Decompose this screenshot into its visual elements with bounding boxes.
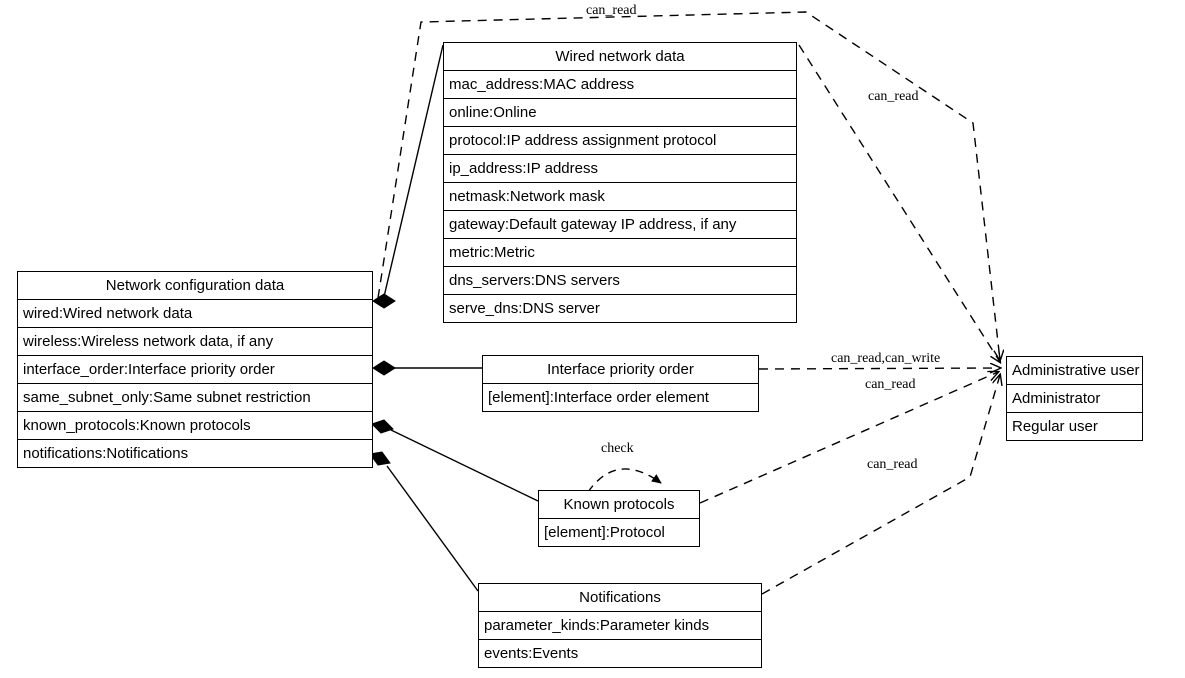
edge-composition-wired: [372, 44, 444, 309]
class-wired-network-data[interactable]: Wired network data mac_address:MAC addre…: [443, 42, 797, 323]
edge-label-known-protocols-check: check: [601, 441, 634, 456]
class-attribute-regular-user: Regular user: [1012, 418, 1098, 435]
class-administrative-user[interactable]: Administrative user Administrator Regula…: [1006, 356, 1143, 441]
class-known-protocols[interactable]: Known protocols [element]:Protocol: [538, 490, 700, 547]
edge-label-interface-order-can-read: can_read: [865, 377, 916, 392]
edge-composition-interface-order: [372, 360, 482, 376]
class-attribute-same-subnet-only: same_subnet_only:Same subnet restriction: [18, 384, 372, 412]
class-attribute-mac-address: mac_address:MAC address: [444, 71, 796, 99]
edge-self-loop-check: [587, 468, 662, 493]
class-network-configuration-data[interactable]: Network configuration data wired:Wired n…: [17, 271, 373, 468]
class-attribute-wireless: wireless:Wireless network data, if any: [18, 328, 372, 356]
class-attribute-serve-dns: serve_dns:DNS server: [449, 300, 600, 317]
class-attribute-gateway: gateway:Default gateway IP address, if a…: [444, 211, 796, 239]
class-attribute-element: [element]:Protocol: [544, 524, 665, 541]
class-title: Notifications: [479, 584, 761, 612]
edge-label-notifications-can-read: can_read: [867, 457, 918, 472]
class-attribute-netmask: netmask:Network mask: [444, 183, 796, 211]
edge-label-interface-order-perms: can_read,can_write: [831, 351, 941, 366]
class-attribute-notifications: notifications:Notifications: [23, 445, 189, 462]
edge-dep-notifications: [761, 375, 1000, 595]
edge-composition-notifications: [369, 451, 479, 592]
class-attribute-administrator: Administrator: [1007, 385, 1142, 413]
class-attribute-known-protocols: known_protocols:Known protocols: [18, 412, 372, 440]
class-attribute-ip-address: ip_address:IP address: [444, 155, 796, 183]
class-attribute-protocol: protocol:IP address assignment protocol: [444, 127, 796, 155]
class-attribute-dns-servers: dns_servers:DNS servers: [444, 267, 796, 295]
class-attribute-events: events:Events: [484, 645, 579, 662]
class-attribute-wired: wired:Wired network data: [18, 300, 372, 328]
class-attribute-metric: metric:Metric: [444, 239, 796, 267]
class-title: Known protocols: [539, 491, 699, 519]
class-attribute-online: online:Online: [444, 99, 796, 127]
edge-composition-known-protocols: [371, 419, 539, 502]
class-notifications[interactable]: Notifications parameter_kinds:Parameter …: [478, 583, 762, 668]
class-interface-priority-order[interactable]: Interface priority order [element]:Inter…: [482, 355, 759, 412]
class-title: Network configuration data: [18, 272, 372, 300]
edge-label-wired-can-read: can_read: [586, 3, 637, 18]
class-attribute-interface-order: interface_order:Interface priority order: [18, 356, 372, 384]
class-title: Interface priority order: [483, 356, 758, 384]
class-attribute-element: [element]:Interface order element: [488, 389, 709, 406]
class-attribute-parameter-kinds: parameter_kinds:Parameter kinds: [479, 612, 761, 640]
class-title: Wired network data: [444, 43, 796, 71]
class-title: Administrative user: [1007, 357, 1142, 385]
edge-dep-interface-order: [758, 368, 1000, 369]
edge-label-wired-can-read-2: can_read: [868, 89, 919, 104]
